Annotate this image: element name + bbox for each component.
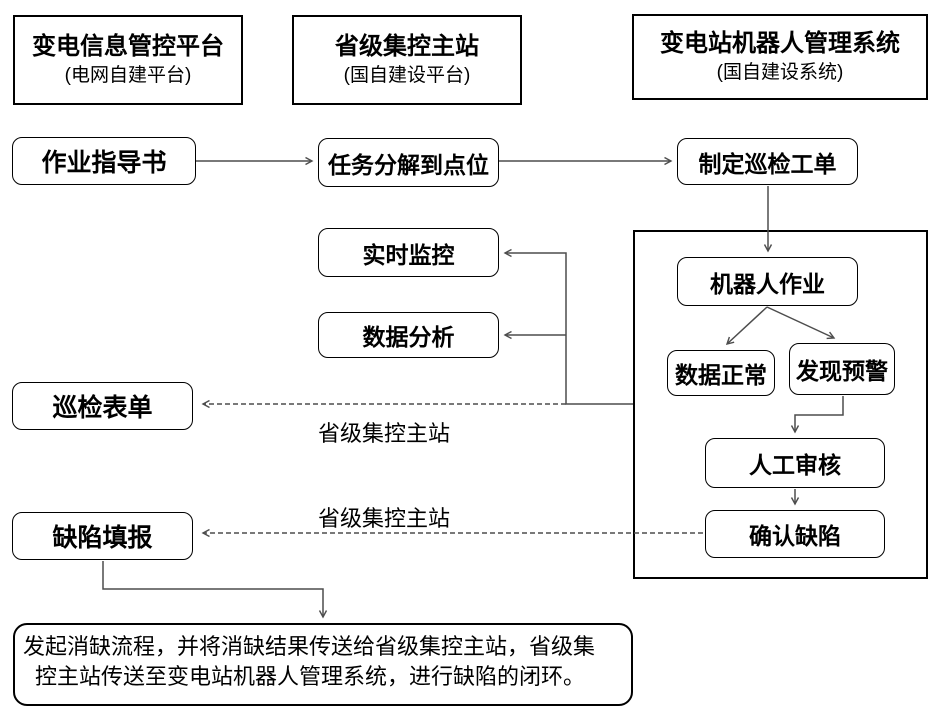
node-data-normal: 数据正常	[667, 350, 775, 396]
node-robot-operation: 机器人作业	[677, 257, 858, 306]
node-realtime-monitoring: 实时监控	[318, 228, 499, 277]
node-manual-review: 人工审核	[705, 438, 885, 488]
arrow-defectreport-to-footer	[102, 561, 328, 619]
header-substation-info-platform: 变电信息管控平台 (电网自建平台)	[13, 15, 243, 105]
node-data-analysis: 数据分析	[318, 312, 499, 358]
node-work-instruction: 作业指导书	[12, 137, 196, 185]
header-subtitle: (国自建设平台)	[343, 65, 471, 87]
node-confirm-defect: 确认缺陷	[705, 510, 885, 558]
label-provincial-station-lower: 省级集控主站	[318, 506, 451, 531]
arrow-robotwork-to-datanormal	[725, 306, 768, 346]
header-provincial-control-station: 省级集控主站 (国自建设平台)	[292, 15, 522, 105]
label-provincial-station-upper: 省级集控主站	[318, 421, 451, 446]
header-subtitle: (电网自建平台)	[64, 65, 192, 87]
node-task-decompose: 任务分解到点位	[318, 138, 499, 187]
footer-note-box: 发起消缺流程，并将消缺结果传送给省级集控主站，省级集 控主站传送至变电站机器人管…	[13, 623, 633, 706]
node-inspection-form: 巡检表单	[12, 382, 193, 430]
header-title: 变电站机器人管理系统	[660, 30, 900, 58]
footer-note-line2: 控主站传送至变电站机器人管理系统，进行缺陷的闭环。	[35, 664, 586, 690]
arrow-alertfound-to-manualreview	[790, 396, 844, 434]
header-title: 省级集控主站	[335, 33, 479, 61]
node-alarm-found: 发现预警	[789, 343, 895, 395]
footer-note-line1: 发起消缺流程，并将消缺结果传送给省级集控主站，省级集	[23, 634, 596, 659]
header-title: 变电信息管控平台	[32, 33, 224, 61]
node-defect-report: 缺陷填报	[12, 512, 193, 560]
header-robot-management-system: 变电站机器人管理系统 (国自建设系统)	[632, 14, 928, 100]
header-subtitle: (国自建设系统)	[716, 62, 844, 84]
arrow-system-to-realtimemonitor	[503, 248, 633, 405]
node-create-inspection-order: 制定巡检工单	[677, 138, 858, 185]
arrow-robotwork-to-alertfound	[766, 306, 836, 340]
